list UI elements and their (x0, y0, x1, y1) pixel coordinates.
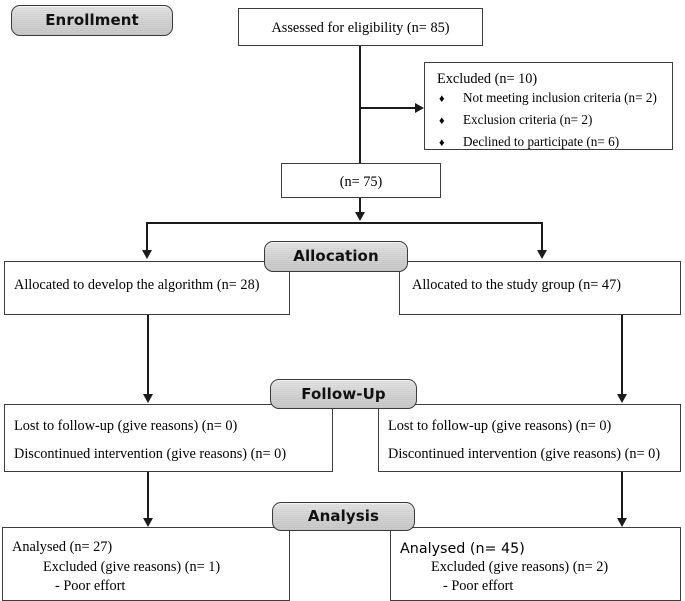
stage-label-allocation: Allocation (293, 247, 379, 265)
box-randomized: (n= 75) (281, 163, 441, 198)
excluded-title: Excluded (n= 10) (437, 71, 538, 87)
analysis-left-line3: - Poor effort (55, 578, 126, 594)
list-item: ♦ Not meeting inclusion criteria (n= 2) (439, 87, 657, 109)
arrowhead-allocation-right-icon (537, 250, 547, 259)
excluded-bullet-list: ♦ Not meeting inclusion criteria (n= 2) … (439, 87, 657, 153)
connector-assessed-to-randomized (359, 46, 361, 164)
stage-pill-enrollment: Enrollment (11, 5, 173, 36)
stage-pill-followup: Follow-Up (270, 379, 417, 409)
box-allocation-right: Allocated to the study group (n= 47) (399, 261, 681, 315)
analysis-right-line1: Analysed (n= 45) (400, 541, 525, 557)
list-item-label: Not meeting inclusion criteria (n= 2) (463, 90, 657, 105)
analysis-left-line1: Analysed (n= 27) (12, 539, 113, 555)
stage-label-enrollment: Enrollment (45, 11, 139, 29)
box-analysis-left: Analysed (n= 27) Excluded (give reasons)… (2, 527, 290, 601)
connector-allocation-split-bar (146, 222, 542, 224)
connector-followup-to-analysis-right (621, 472, 623, 520)
connector-to-excluded (359, 107, 417, 109)
box-followup-right: Lost to follow-up (give reasons) (n= 0) … (378, 404, 681, 472)
diamond-bullet-icon: ♦ (439, 136, 445, 149)
arrowhead-followup-left-icon (143, 394, 153, 403)
followup-right-line2: Discontinued intervention (give reasons)… (388, 446, 661, 462)
stage-pill-analysis: Analysis (272, 502, 415, 531)
assessed-text: Assessed for eligibility (n= 85) (271, 20, 450, 36)
connector-followup-to-analysis-left (147, 472, 149, 520)
allocation-left-text: Allocated to develop the algorithm (n= 2… (14, 277, 260, 293)
randomized-text: (n= 75) (339, 174, 383, 190)
arrowhead-to-excluded-icon (415, 103, 424, 113)
stage-label-analysis: Analysis (307, 507, 380, 525)
box-analysis-right: Analysed (n= 45) Excluded (give reasons)… (390, 527, 681, 601)
diamond-bullet-icon: ♦ (439, 93, 445, 105)
followup-left-line1: Lost to follow-up (give reasons) (n= 0) (14, 418, 238, 434)
analysis-right-line3: - Poor effort (443, 578, 514, 594)
box-excluded: Excluded (n= 10) ♦ Not meeting inclusion… (424, 62, 673, 150)
followup-right-line1: Lost to follow-up (give reasons) (n= 0) (388, 418, 612, 434)
arrowhead-allocation-left-icon (142, 250, 152, 259)
connector-randomized-down (359, 198, 361, 214)
arrowhead-analysis-right-icon (617, 518, 627, 527)
analysis-right-line2: Excluded (give reasons) (n= 2) (431, 559, 609, 575)
stage-pill-allocation: Allocation (264, 241, 408, 272)
allocation-right-text: Allocated to the study group (n= 47) (412, 277, 621, 293)
list-item-label: Exclusion criteria (n= 2) (463, 111, 593, 127)
connector-split-right (541, 222, 543, 252)
arrowhead-followup-right-icon (617, 394, 627, 403)
followup-left-line2: Discontinued intervention (give reasons)… (14, 446, 287, 462)
arrowhead-randomized-icon (355, 212, 365, 221)
box-followup-left: Lost to follow-up (give reasons) (n= 0) … (4, 404, 333, 472)
stage-label-followup: Follow-Up (301, 384, 386, 403)
list-item: ♦ Declined to participate (n= 6) (439, 131, 657, 153)
diamond-bullet-icon: ♦ (439, 114, 445, 127)
list-item-label: Declined to participate (n= 6) (463, 133, 620, 149)
connector-alloc-to-followup-left (147, 315, 149, 395)
list-item: ♦ Exclusion criteria (n= 2) (439, 109, 657, 131)
arrowhead-analysis-left-icon (143, 518, 153, 527)
connector-split-left (146, 222, 148, 252)
connector-alloc-to-followup-right (621, 315, 623, 395)
analysis-left-line2: Excluded (give reasons) (n= 1) (43, 559, 221, 575)
box-assessed-for-eligibility: Assessed for eligibility (n= 85) (238, 8, 483, 46)
box-allocation-left: Allocated to develop the algorithm (n= 2… (4, 261, 290, 315)
